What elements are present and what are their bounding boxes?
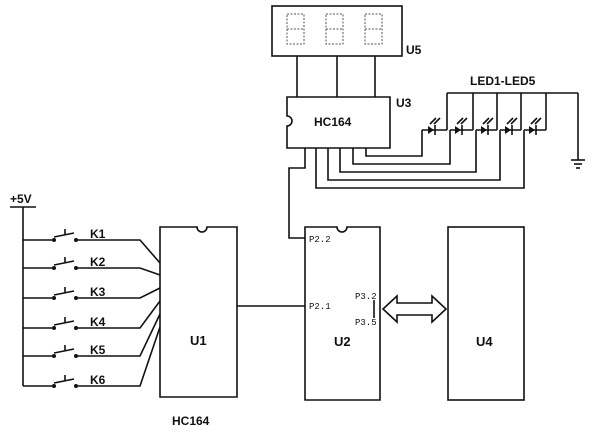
key-label: K6 [90,373,106,387]
seven-segment-digit-1 [286,13,305,45]
u3-chip-body [286,96,391,149]
led1-icon [422,117,447,135]
led-group-label: LED1-LED5 [470,74,536,88]
key-label: K1 [90,227,106,241]
key-switch-k6: K6 [23,326,161,388]
u1-label: U1 [190,333,207,348]
power-label: +5V [10,192,32,206]
pin-p35-label: P3.5 [355,318,377,328]
key-label: K2 [90,255,106,269]
key-switch-k5: K5 [23,313,161,358]
pin-p22-label: P2.2 [309,235,331,245]
u1-chip: U1 HC164 [159,226,238,428]
u5-label: U5 [406,43,422,57]
u1-caption: HC164 [172,414,210,428]
u4-label: U4 [476,334,493,349]
wire-u3-u2-p22 [288,148,306,239]
led4-icon [500,117,521,135]
key-label: K5 [90,343,106,357]
wire-u3-led4 [327,130,501,181]
wire-u3-led5 [315,130,525,189]
key-switch-k3: K3 [23,285,161,300]
key-switch-k4: K4 [23,300,161,330]
seven-segment-digit-3 [364,13,383,45]
wire-u3-led1 [365,130,423,157]
key-switch-k2: K2 [23,255,161,276]
led3-icon [476,117,497,135]
key-label: K3 [90,285,106,299]
u3-chip-name: HC164 [314,115,352,129]
u2-chip-body [304,226,381,401]
u2-label: U2 [334,334,351,349]
pin-p32-label: P3.2 [355,292,377,302]
key-label: K4 [90,315,106,329]
u5-display: U5 [271,5,422,57]
key-switch-k1: K1 [23,227,161,264]
wire-u3-led2 [352,130,451,165]
u2-chip: P2.2 P2.1 P3.2 P3.5 U2 [304,226,381,401]
wire-u3-led3 [339,130,477,173]
u1-chip-body [159,226,238,398]
seven-segment-digit-2 [325,13,344,45]
ground-icon [571,159,585,169]
u4-chip-body [447,226,525,401]
u3-label: U3 [396,96,412,110]
u3-chip: HC164 U3 [286,96,412,149]
led5-icon [524,117,546,135]
pin-p21-label: P2.1 [309,302,331,312]
u4-chip: U4 [447,226,525,401]
led2-icon [450,117,473,135]
bidirectional-arrow-icon [381,294,448,324]
